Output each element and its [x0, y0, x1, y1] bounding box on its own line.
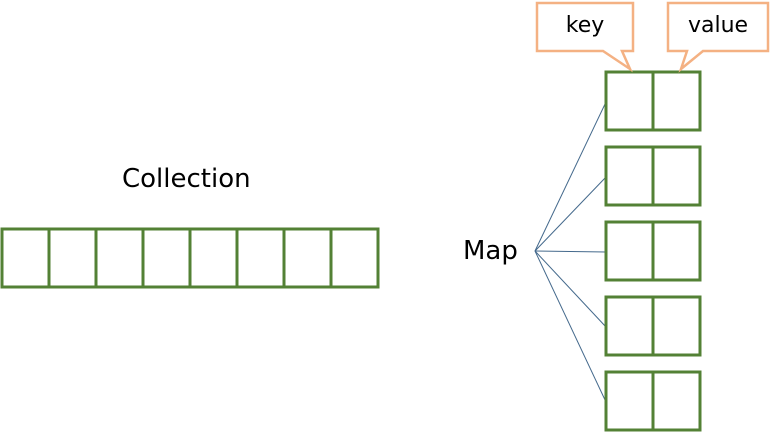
map-key-cell: [604, 220, 655, 282]
map-value-cell: [651, 220, 702, 282]
key-callout: [535, 1, 635, 73]
collection-cell: [282, 227, 333, 289]
collection-cell: [235, 227, 286, 289]
map-key-cell: [604, 70, 655, 132]
map-connector: [534, 101, 607, 252]
map-value-cell: [651, 145, 702, 207]
collection-cell: [94, 227, 145, 289]
map-key-cell: [604, 145, 655, 207]
value-callout-label: value: [687, 13, 749, 38]
map-value-cell: [651, 70, 702, 132]
map-key-cell: [604, 370, 655, 432]
map-value-cell: [651, 370, 702, 432]
map-key-cell: [604, 295, 655, 357]
map-entries: [604, 70, 702, 432]
map-label: Map: [463, 236, 518, 266]
map-connector: [534, 176, 607, 252]
collection-cell: [0, 227, 51, 289]
map-connector: [534, 250, 607, 403]
value-callout: [666, 1, 770, 73]
map-connector: [534, 250, 607, 328]
collection-cell: [47, 227, 98, 289]
collection-cell: [329, 227, 380, 289]
callouts: [535, 1, 770, 73]
map-value-cell: [651, 295, 702, 357]
map-connector-lines: [534, 101, 607, 403]
collection-cell: [188, 227, 239, 289]
map-connector: [534, 250, 607, 253]
collection-cell: [141, 227, 192, 289]
key-callout-label: key: [565, 13, 605, 38]
collection-array: [0, 227, 380, 289]
collection-label: Collection: [122, 164, 251, 194]
